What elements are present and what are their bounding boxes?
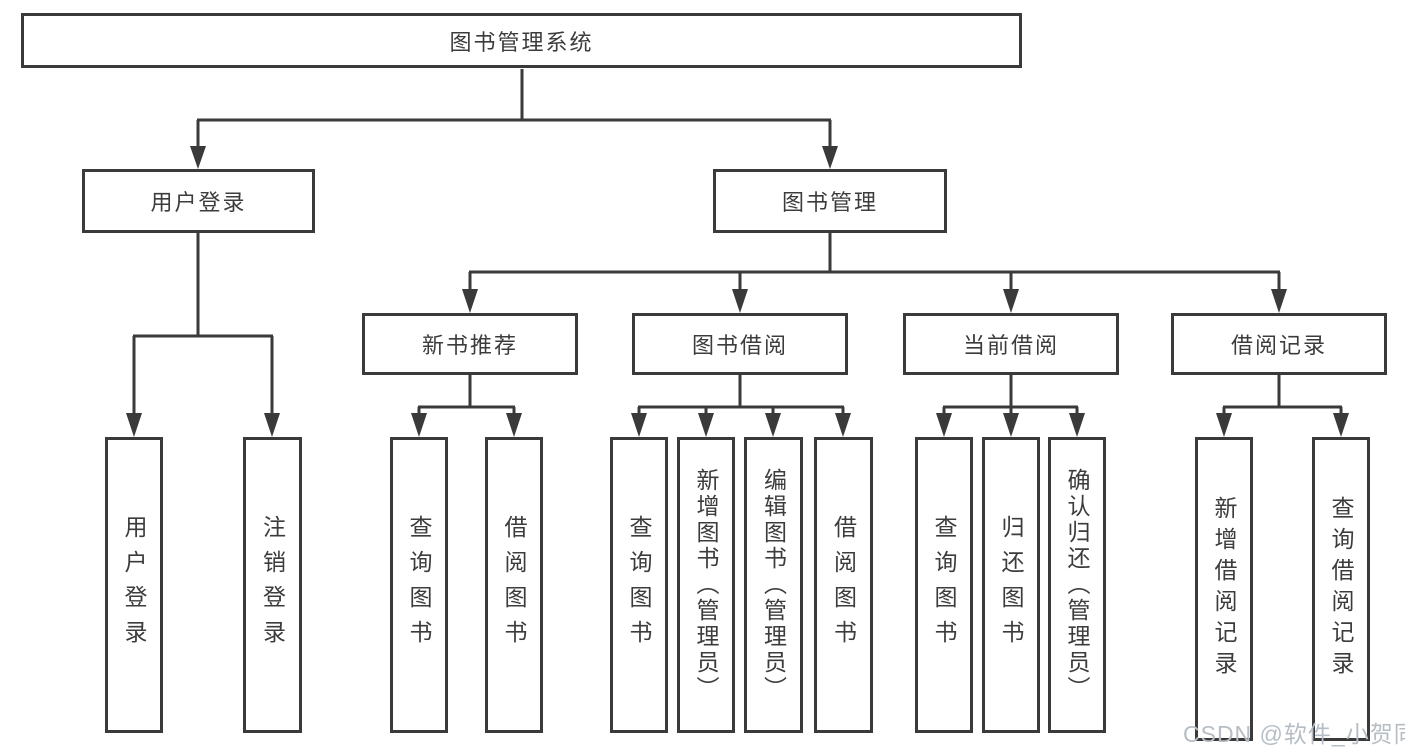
leaf-add-borrow-record: 新增借阅记录 <box>1195 437 1253 741</box>
leaf-query-borrow-record: 查询借阅记录 <box>1312 437 1370 741</box>
node-new-book-recommendation-label: 新书推荐 <box>421 333 518 358</box>
node-borrowing-records-label: 借阅记录 <box>1230 333 1327 358</box>
node-current-borrowing: 当前借阅 <box>903 313 1119 375</box>
leaf-query-books-current: 查询图书 <box>915 437 973 733</box>
leaf-query-books-borrowing-label: 查询图书 <box>626 515 652 655</box>
leaf-logout-label: 注销登录 <box>259 515 286 655</box>
leaf-borrow-books-borrowing-label: 借阅图书 <box>830 515 857 655</box>
leaf-confirm-return-admin: 确认归还（管理员） <box>1048 437 1106 733</box>
node-new-book-recommendation: 新书推荐 <box>362 313 578 375</box>
leaf-edit-books-admin: 编辑图书（管理员） <box>744 437 803 733</box>
leaf-logout: 注销登录 <box>243 437 302 733</box>
node-user-login: 用户登录 <box>82 169 315 233</box>
node-book-management: 图书管理 <box>713 169 947 233</box>
leaf-return-books-label: 归还图书 <box>998 515 1024 655</box>
leaf-add-borrow-record-label: 新增借阅记录 <box>1211 496 1237 682</box>
leaf-query-books-current-label: 查询图书 <box>931 515 957 655</box>
node-book-borrowing-label: 图书借阅 <box>691 333 788 358</box>
leaf-borrow-books-recommend-label: 借阅图书 <box>501 515 527 655</box>
leaf-query-books-recommend-label: 查询图书 <box>406 515 432 655</box>
leaf-user-login: 用户登录 <box>105 437 163 733</box>
node-root-library-management-system: 图书管理系统 <box>21 13 1022 68</box>
leaf-edit-books-admin-label: 编辑图书（管理员） <box>760 468 787 702</box>
node-user-login-label: 用户登录 <box>150 190 247 215</box>
arrowheads <box>126 146 1349 437</box>
watermark: CSDN @软件_小贺同学 <box>1183 721 1405 747</box>
leaf-query-books-borrowing: 查询图书 <box>610 437 668 733</box>
node-root-label: 图书管理系统 <box>449 29 594 55</box>
leaf-add-books-admin-label: 新增图书（管理员） <box>693 468 719 702</box>
node-book-borrowing: 图书借阅 <box>632 313 848 375</box>
node-borrowing-records: 借阅记录 <box>1171 313 1387 375</box>
leaf-query-books-recommend: 查询图书 <box>390 437 448 733</box>
leaf-query-borrow-record-label: 查询借阅记录 <box>1328 496 1354 682</box>
leaf-borrow-books-recommend: 借阅图书 <box>485 437 543 733</box>
leaf-add-books-admin: 新增图书（管理员） <box>677 437 735 733</box>
leaf-confirm-return-admin-label: 确认归还（管理员） <box>1064 468 1090 702</box>
leaf-borrow-books-borrowing: 借阅图书 <box>814 437 873 733</box>
leaf-return-books: 归还图书 <box>982 437 1040 733</box>
node-book-management-label: 图书管理 <box>781 190 878 215</box>
leaf-user-login-label: 用户登录 <box>121 515 147 655</box>
node-current-borrowing-label: 当前借阅 <box>962 333 1059 358</box>
